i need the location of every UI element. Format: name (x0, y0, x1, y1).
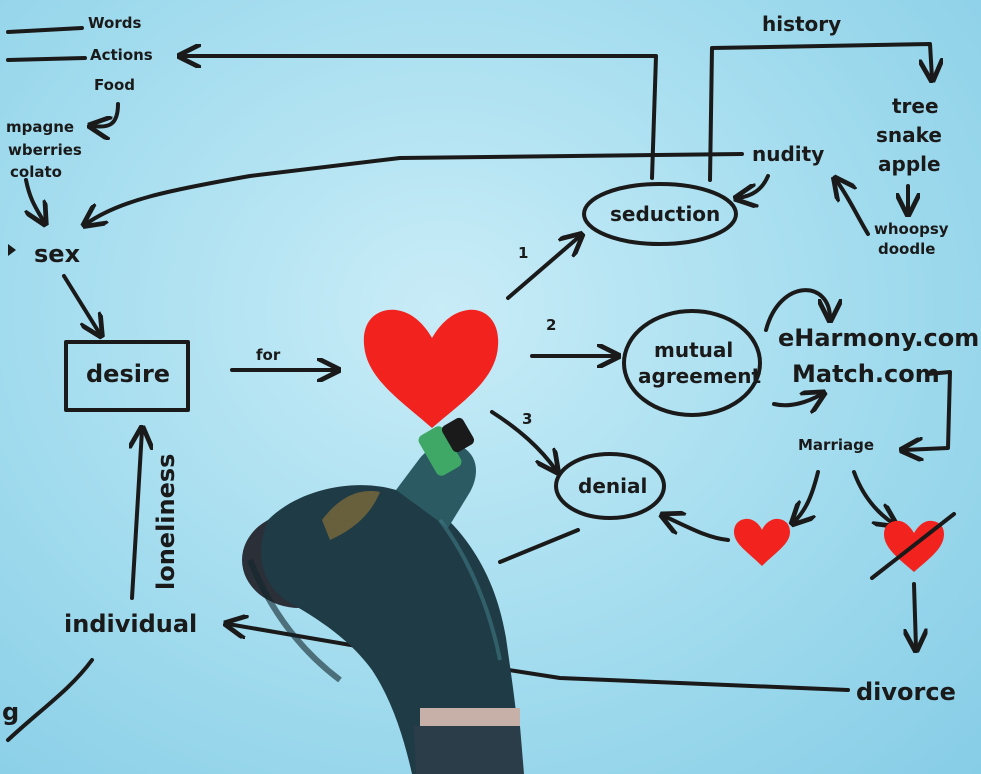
nudity-to-seduction-arrow (738, 174, 770, 198)
whoopsy-label: whoopsy (874, 220, 949, 238)
champagne-label: mpagne (6, 118, 75, 136)
marriage-label: Marriage (798, 436, 875, 454)
individual-label: individual (64, 610, 198, 638)
denial-to-individual-line (498, 528, 580, 564)
loneliness-label: loneliness (152, 453, 180, 590)
doodle-label: doodle (878, 240, 936, 258)
apple-label: apple (878, 152, 941, 176)
big-heart-shape (363, 309, 499, 428)
mutual-label: mutual (654, 338, 734, 362)
heart-to-denial-arrow (490, 410, 556, 470)
edge-g-label: g (2, 698, 20, 726)
divorce-label: divorce (856, 678, 956, 706)
history-label: history (762, 12, 842, 36)
nudity-label: nudity (752, 142, 825, 166)
mutual-agreement-oval (622, 309, 762, 417)
individual-to-desire-arrow (132, 430, 142, 600)
denial-label: denial (578, 474, 648, 498)
heart-to-seduction-arrow (506, 236, 580, 300)
sex-label: sex (34, 240, 81, 268)
performer-silhouette (242, 417, 524, 774)
match-to-marriage-arrow (904, 370, 952, 450)
seduction-label: seduction (610, 202, 721, 226)
whoopsy-to-nudity-arrow (836, 180, 870, 236)
bottom-left-diagonal (6, 658, 94, 742)
sex-to-desire-arrow (62, 274, 100, 334)
eharmony-label: eHarmony.com (778, 324, 980, 352)
path-1-label: 1 (518, 244, 529, 262)
actions-label: Actions (90, 46, 153, 64)
tree-label: tree (892, 94, 939, 118)
actions-line-left (6, 56, 87, 62)
path-2-label: 2 (546, 316, 557, 334)
marriage-to-heart-arrow (794, 470, 820, 522)
words-line (6, 26, 84, 34)
small-heart-shape (734, 518, 790, 566)
agreement-label: agreement (638, 364, 762, 388)
match-label: Match.com (792, 360, 940, 388)
snake-label: snake (876, 123, 942, 147)
desire-label: desire (86, 360, 171, 388)
for-label: for (256, 346, 281, 364)
seduction-to-actions-arrow (182, 56, 658, 180)
nudity-to-sex-arrow (86, 152, 744, 224)
marriage-to-broken-heart-arrow (852, 470, 894, 524)
path-3-label: 3 (522, 410, 533, 428)
agreement-to-eharmony-arrow (764, 288, 830, 332)
seduction-to-tree-arrow (708, 42, 932, 182)
left-edge-mark (8, 244, 16, 256)
strawberries-label: wberries (8, 141, 82, 159)
desire-box (64, 340, 190, 412)
words-label: Words (88, 14, 142, 32)
seduction-oval (582, 182, 738, 246)
agreement-to-match-arrow (772, 394, 822, 405)
broken-heart-strike (870, 512, 956, 580)
chocolate-label: colato (10, 163, 62, 181)
heart-to-denial-back-arrow (664, 516, 730, 542)
broken-heart-to-divorce-arrow (914, 582, 916, 648)
divorce-to-individual-arrow (228, 624, 850, 692)
food-to-sex-arrow (24, 178, 44, 222)
food-arrow (92, 102, 120, 127)
denial-oval (554, 452, 666, 520)
food-label: Food (94, 76, 135, 94)
